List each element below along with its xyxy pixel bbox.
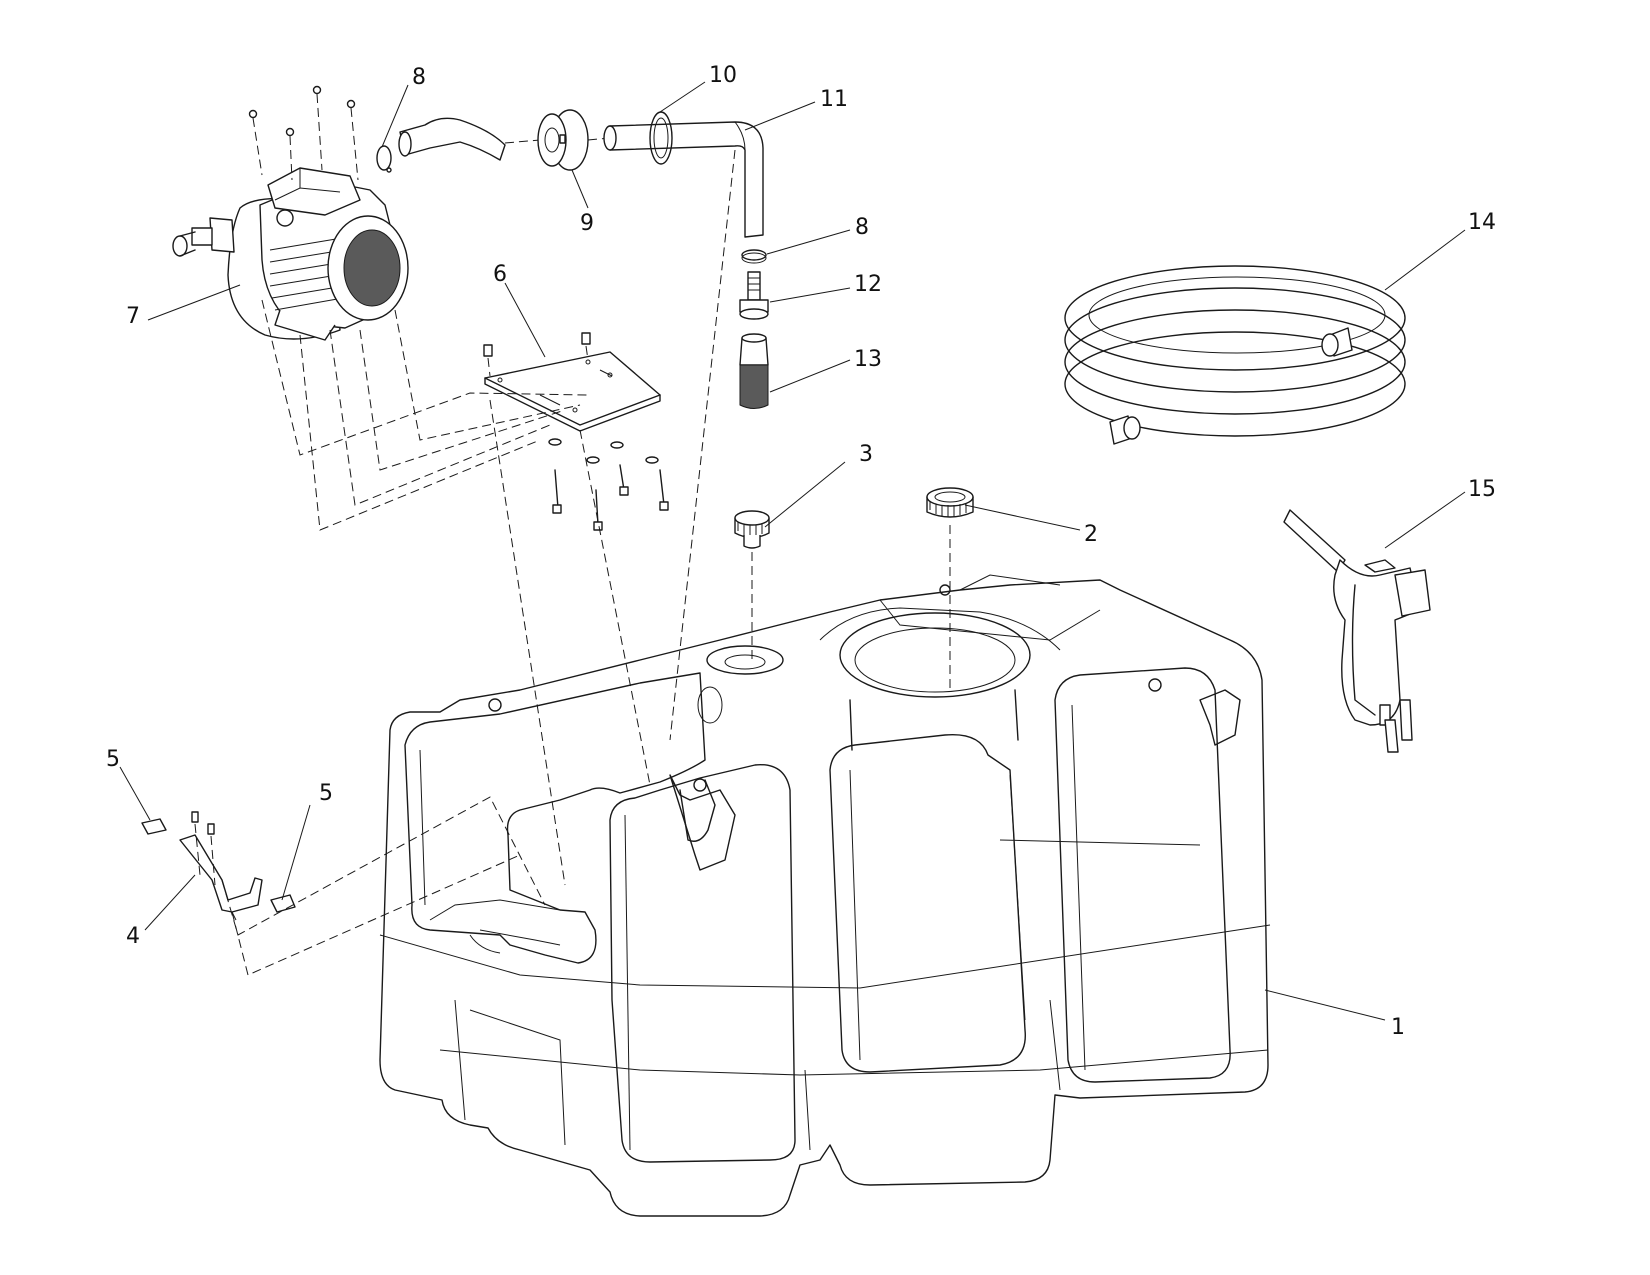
- callout-11: 11: [820, 87, 848, 112]
- vent-cap: [734, 510, 770, 549]
- callout-7: 7: [126, 304, 140, 329]
- callout-12: 12: [854, 272, 882, 297]
- callout-5-left: 5: [106, 747, 120, 772]
- suction-pipe: [603, 121, 764, 238]
- nozzle-bracket: [179, 811, 263, 921]
- delivery-hose: [1064, 265, 1406, 445]
- tank: [379, 574, 1271, 1217]
- callout-6: 6: [493, 262, 507, 287]
- rubber-pad-left: [141, 818, 167, 835]
- callout-1: 1: [1391, 1015, 1405, 1040]
- plate-screws: [483, 332, 591, 377]
- callout-3: 3: [859, 442, 873, 467]
- callout-13: 13: [854, 347, 882, 372]
- callout-4: 4: [126, 924, 140, 949]
- callout-2: 2: [1084, 522, 1098, 547]
- plate-bolts: [548, 438, 669, 531]
- hose-barb-fitting: [739, 271, 769, 320]
- dispensing-nozzle: [1283, 509, 1431, 753]
- callout-5-right: 5: [319, 781, 333, 806]
- callout-15: 15: [1468, 477, 1496, 502]
- pump-screws: [248, 85, 359, 181]
- callout-8-top: 8: [412, 65, 426, 90]
- leader-lines: [119, 81, 1466, 1021]
- suction-filter: [739, 333, 769, 409]
- bracket-assembly-line-a: [231, 854, 521, 976]
- callout-14: 14: [1468, 210, 1496, 235]
- hose-axis: [504, 139, 541, 144]
- assembly-lines: [261, 149, 736, 886]
- hose-clamp-lower: [741, 249, 767, 264]
- rubber-pad-right: [270, 894, 296, 913]
- bulkhead-fitting: [537, 109, 589, 171]
- gasket-ring: [649, 111, 673, 165]
- callout-9: 9: [580, 211, 594, 236]
- fill-cap: [926, 487, 974, 518]
- hose-clamp-top: [376, 145, 392, 173]
- electric-pump: [172, 167, 409, 341]
- pump-outlet-hose: [398, 117, 506, 161]
- bracket-assembly-line-b: [221, 796, 546, 936]
- callout-10: 10: [709, 63, 737, 88]
- pump-mounting-plate: [484, 351, 661, 432]
- callout-8-lower: 8: [855, 215, 869, 240]
